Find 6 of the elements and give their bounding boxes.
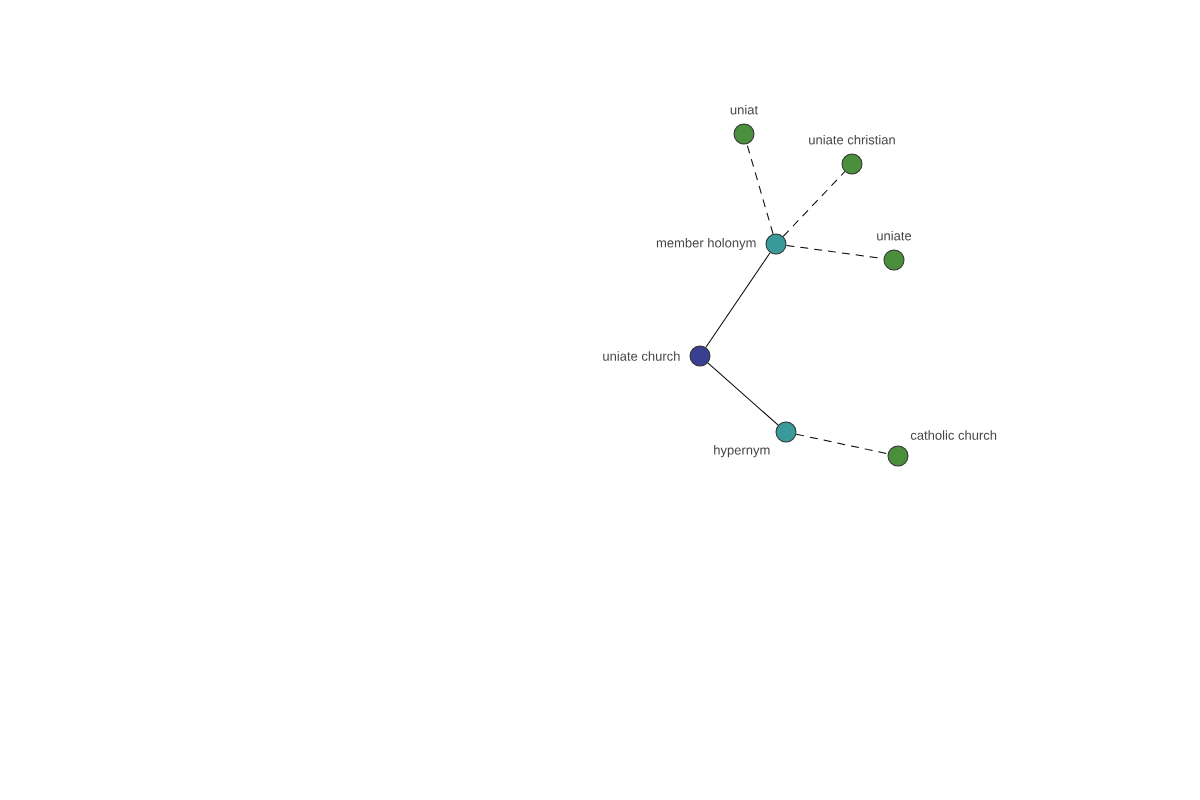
connector <box>785 244 885 260</box>
connector <box>782 171 846 237</box>
connector <box>795 433 889 455</box>
connector <box>707 362 779 426</box>
connector <box>746 143 774 235</box>
connector <box>705 252 771 348</box>
